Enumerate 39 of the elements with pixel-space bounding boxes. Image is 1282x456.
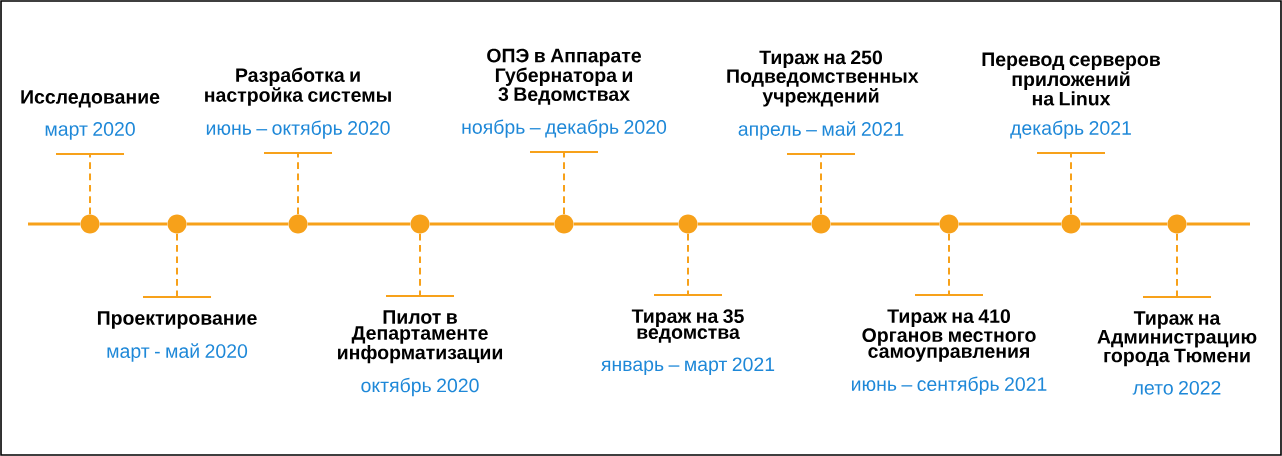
timeline-line (958, 222, 1062, 226)
milestone-label: Тираж на 250 Подведомственных учреждений апрель – май 2021 (727, 50, 919, 155)
timeline-line (830, 222, 940, 226)
timeline-dot (939, 214, 959, 234)
timeline-line (697, 222, 812, 226)
timeline-dot (1167, 214, 1187, 234)
leader-line (1176, 232, 1178, 298)
milestone-label: Разработка и настройка системы июнь – октябрь 2020 (205, 67, 391, 154)
timeline-line (429, 222, 555, 226)
milestone-label: Пилот в Департаменте информатизации октябрь 2020 (338, 295, 503, 397)
timeline-line (307, 222, 411, 226)
leader-line (1070, 152, 1072, 216)
timeline-dot (80, 214, 100, 234)
timeline-dot (167, 214, 187, 234)
leader-line (297, 152, 299, 216)
milestone-label: Проектирование март - май 2020 (97, 296, 257, 362)
timeline-line (1080, 222, 1168, 226)
timeline-line (573, 222, 679, 226)
milestone-label: Тираж на 410 Органов местного самоуправления июнь – сентябрь 2021 (852, 294, 1047, 395)
timeline-dot (811, 214, 831, 234)
leader-line (419, 232, 421, 297)
timeline-line (186, 222, 289, 226)
leader-line (176, 232, 178, 298)
timeline-dot (288, 214, 308, 234)
timeline-dot (678, 214, 698, 234)
leader-line (948, 232, 950, 296)
leader-line (89, 153, 91, 216)
timeline-line (99, 222, 168, 226)
leader-line (820, 153, 822, 216)
leader-line (563, 151, 565, 216)
milestone-label: Тираж на Администрацию города Тюмени лето 2022 (1097, 296, 1257, 395)
timeline-dot (410, 214, 430, 234)
milestone-label: Тираж на 35 ведомства январь – март 2021 (601, 294, 775, 375)
timeline-dot (554, 214, 574, 234)
milestone-label: Перевод серверов приложений на Linux декабрь 2021 (982, 52, 1160, 154)
milestone-label: Исследование март 2020 (21, 90, 160, 155)
timeline-dot (1061, 214, 1081, 234)
leader-line (687, 232, 689, 296)
milestone-label: ОПЭ в Аппарате Губернатора и 3 Ведомствах ноябрь – декабрь 2020 (462, 48, 667, 153)
